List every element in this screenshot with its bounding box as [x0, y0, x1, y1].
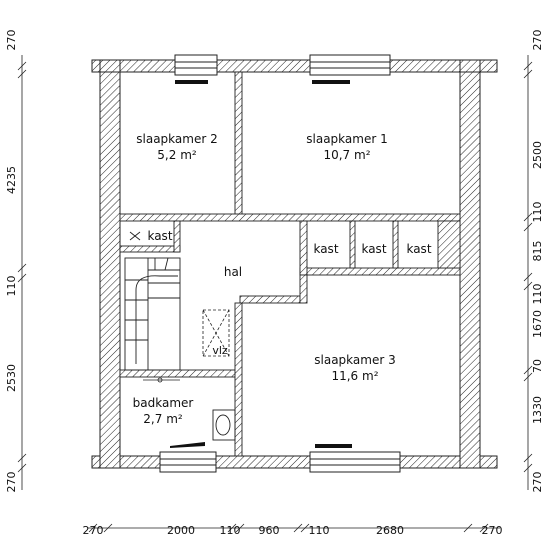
dim-left-2: 4235: [5, 166, 18, 194]
dim-bottom-3: 110: [219, 524, 241, 537]
dimension-lines: [17, 55, 533, 533]
dim-right-1: 270: [531, 29, 544, 51]
dim-right-2: 2500: [531, 141, 544, 169]
room-label-slaapkamer-2: slaapkamer 2 5,2 m²: [136, 131, 217, 163]
dim-right-9: 270: [531, 471, 544, 493]
window-sills: [170, 80, 352, 448]
dim-left-4: 2530: [5, 364, 18, 392]
dim-right-8: 1330: [531, 396, 544, 424]
room-area: 5,2 m²: [157, 148, 197, 162]
dim-right-4: 815: [531, 240, 544, 262]
stair: [124, 231, 181, 371]
dim-left-5: 270: [5, 471, 18, 493]
dim-left-1: 270: [5, 29, 18, 51]
room-label-badkamer: badkamer 2,7 m²: [133, 395, 194, 427]
dim-bottom-2: 2000: [167, 524, 195, 537]
dim-bottom-6: 2680: [376, 524, 404, 537]
room-area: 11,6 m²: [331, 369, 379, 383]
room-area: 10,7 m²: [323, 148, 371, 162]
room-label-slaapkamer-1: slaapkamer 1 10,7 m²: [306, 131, 387, 163]
room-label-slaapkamer-3: slaapkamer 3 11,6 m²: [314, 352, 395, 384]
dim-right-6: 1670: [531, 310, 544, 338]
room-label-kast-2: kast: [361, 242, 387, 256]
room-name: slaapkamer 3: [314, 353, 396, 367]
room-label-vlz: vlz: [212, 344, 228, 357]
interior-walls: [119, 71, 461, 457]
room-area: 2,7 m²: [143, 412, 183, 426]
room-label-kast-left: kast: [147, 229, 173, 243]
dim-left-3: 110: [5, 275, 18, 297]
dim-bottom-1: 270: [82, 524, 104, 537]
room-name: badkamer: [132, 396, 194, 410]
dim-bottom-5: 110: [308, 524, 330, 537]
room-label-kast-3: kast: [406, 242, 432, 256]
dim-bottom-7: 270: [481, 524, 503, 537]
dim-right-3: 110: [531, 201, 544, 223]
dim-right-7: 70: [531, 359, 544, 373]
vlz-box: [202, 309, 230, 357]
dim-right-5: 110: [531, 283, 544, 305]
room-label-kast-1: kast: [313, 242, 339, 256]
washbasin: [212, 409, 236, 441]
windows: [159, 54, 401, 473]
room-name: slaapkamer 1: [306, 132, 388, 146]
dim-bottom-4: 960: [258, 524, 280, 537]
shower-rail: [143, 377, 180, 383]
room-name: slaapkamer 2: [136, 132, 218, 146]
room-label-hal: hal: [223, 265, 243, 279]
